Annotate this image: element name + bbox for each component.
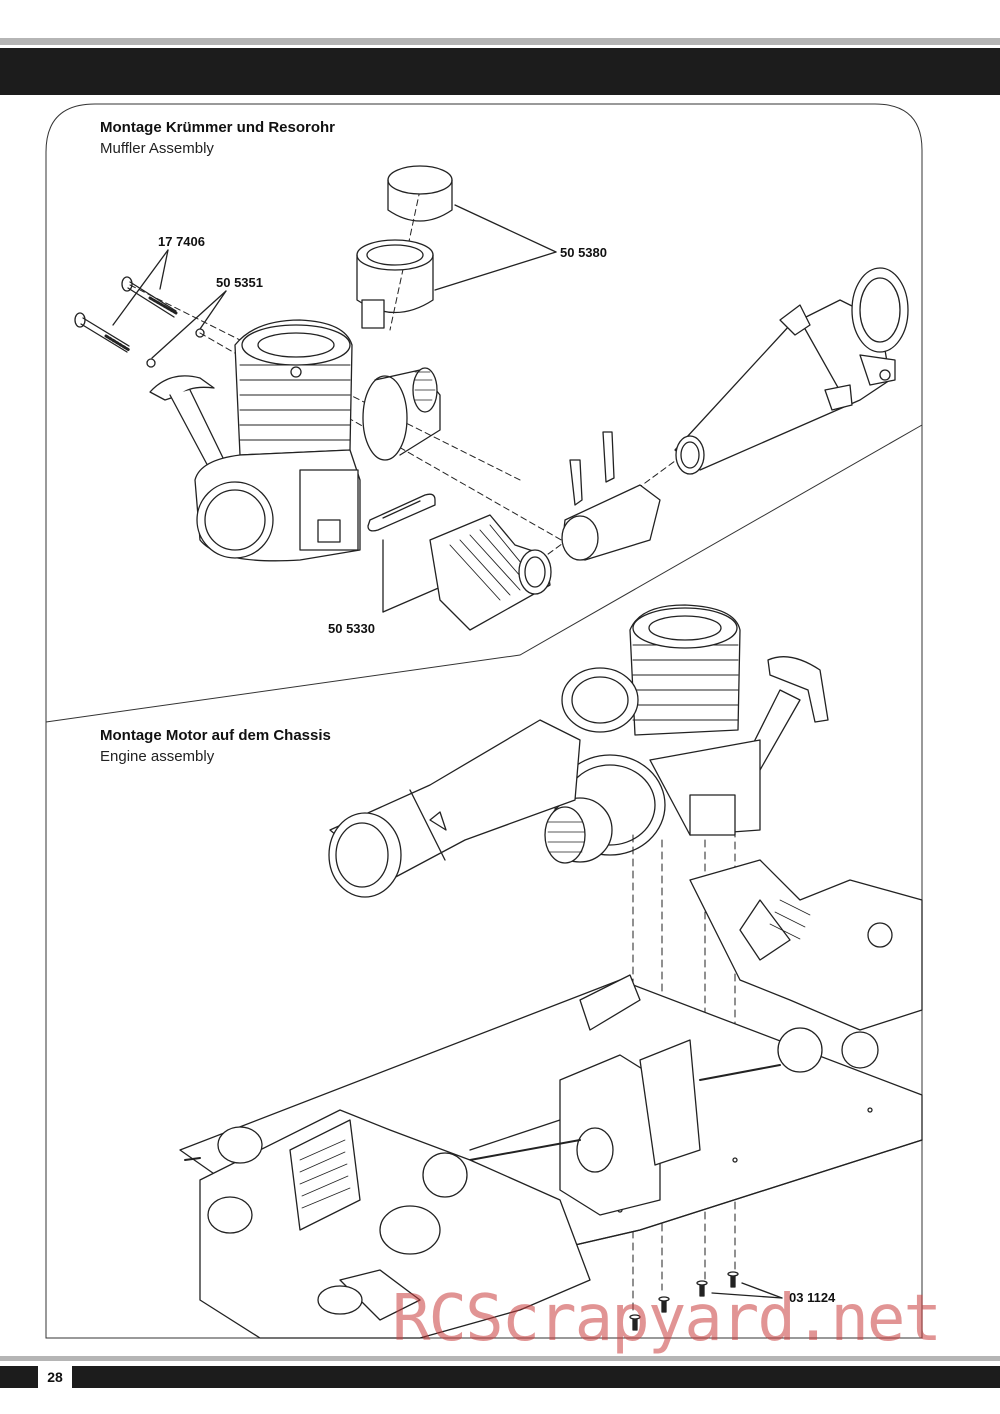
page-number: 28 <box>38 1366 72 1388</box>
air-filter-icon <box>356 165 453 329</box>
section2-title-en: Engine assembly <box>100 748 215 765</box>
part-label-filter: 50 5380 <box>560 245 607 260</box>
watermark-text: RCScrapyard.net <box>392 1282 942 1356</box>
screw-icon <box>74 276 178 353</box>
section2-title-de: Montage Motor auf dem Chassis <box>100 727 331 744</box>
chassis-screw-icon <box>629 1271 739 1331</box>
front-suspension-icon <box>184 1109 591 1339</box>
header-band <box>0 48 1000 95</box>
footer-stripe <box>0 1356 1000 1361</box>
header-stripe <box>0 38 1000 45</box>
gasket-icon <box>367 493 436 532</box>
part-label-engine-screws: 03 1124 <box>789 1290 836 1305</box>
manifold-icon <box>429 514 552 631</box>
coupler-icon <box>561 431 661 561</box>
engine-icon <box>194 319 441 562</box>
part-label-washers: 50 5351 <box>216 275 263 290</box>
part-label-screws: 17 7406 <box>158 234 205 249</box>
tuned-pipe-2-icon <box>328 719 581 898</box>
section1-title-en: Muffler Assembly <box>100 140 214 157</box>
engine-head-icon <box>561 604 829 771</box>
part-label-gasket: 50 5330 <box>328 621 375 636</box>
footer-band <box>0 1366 1000 1388</box>
section1-title-de: Montage Krümmer und Resorohr <box>100 119 336 136</box>
tuned-pipe-icon <box>674 267 909 475</box>
clutch-gear-icon <box>544 739 761 864</box>
rear-suspension-icon <box>689 859 923 1073</box>
engine-mount-icon <box>559 974 701 1216</box>
